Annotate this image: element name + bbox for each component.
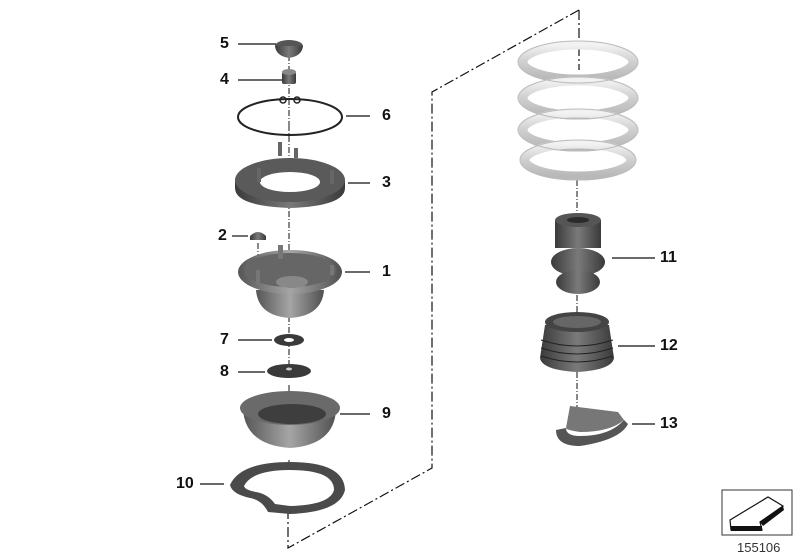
callout-1[interactable]: 1 xyxy=(382,263,391,280)
callout-2[interactable]: 2 xyxy=(218,227,227,244)
coil-spring[interactable] xyxy=(518,40,638,181)
part-2-collar-nut[interactable] xyxy=(250,232,266,240)
part-10-spring-pad[interactable] xyxy=(230,462,345,514)
callout-7[interactable]: 7 xyxy=(220,331,229,348)
part-12-bellows[interactable] xyxy=(540,312,614,372)
part-13-lower-pad[interactable] xyxy=(556,406,628,446)
callout-9[interactable]: 9 xyxy=(382,405,391,422)
assembly-line xyxy=(287,9,580,550)
part-7-washer[interactable] xyxy=(274,334,304,346)
leader-lines xyxy=(200,43,655,485)
callout-6[interactable]: 6 xyxy=(382,107,391,124)
callout-11[interactable]: 11 xyxy=(660,249,677,266)
reference-number: 155106 xyxy=(737,540,781,555)
callout-5[interactable]: 5 xyxy=(220,35,229,52)
reference-arrow-icon xyxy=(721,489,793,536)
callout-10[interactable]: 10 xyxy=(176,475,194,492)
part-5-cap[interactable] xyxy=(275,40,303,58)
callout-8[interactable]: 8 xyxy=(220,363,229,380)
part-8-disc[interactable] xyxy=(267,364,311,378)
callout-12[interactable]: 12 xyxy=(660,337,678,354)
part-3-mount-ring[interactable] xyxy=(235,142,345,208)
callout-13[interactable]: 13 xyxy=(660,415,678,432)
part-6-ring[interactable] xyxy=(237,96,343,136)
part-4-nut[interactable] xyxy=(282,69,296,84)
callout-4[interactable]: 4 xyxy=(220,71,229,88)
callout-3[interactable]: 3 xyxy=(382,174,391,191)
coil-spring-outline xyxy=(517,40,639,181)
part-11-bump-stop[interactable] xyxy=(551,213,605,294)
part-1-support-mount[interactable] xyxy=(238,245,342,318)
part-9-spring-seat[interactable] xyxy=(240,391,340,448)
